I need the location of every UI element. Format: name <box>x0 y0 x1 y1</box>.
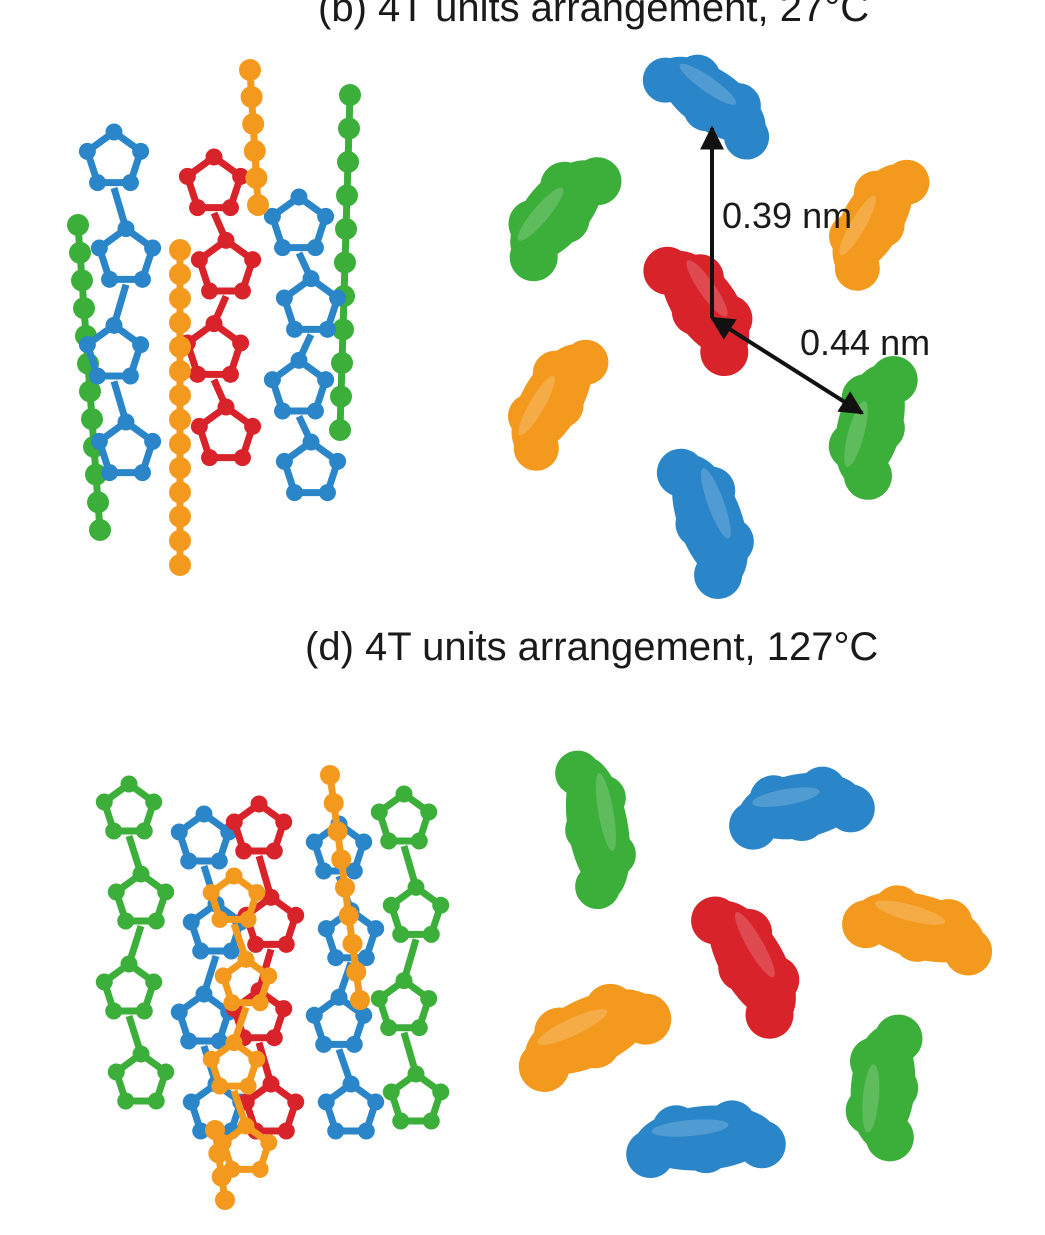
blue-4t-unit <box>263 188 347 502</box>
thiophene-ring <box>263 351 335 420</box>
thiophene-ring <box>202 867 266 928</box>
thiophene-ring <box>275 270 347 338</box>
thiophene-ring <box>178 148 250 217</box>
panel-b-top-view <box>508 54 930 599</box>
thiophene-ring <box>202 1034 266 1095</box>
thiophene-ring <box>107 865 175 930</box>
thiophene-ring <box>214 950 278 1012</box>
blue-stack-blob <box>626 1100 786 1179</box>
panel-d-top-view <box>518 750 993 1179</box>
thiophene-ring <box>382 878 450 943</box>
blue-stack-blob <box>729 766 875 850</box>
green-stack-blob <box>555 750 636 910</box>
thiophene-ring <box>90 220 162 288</box>
thiophene-ring <box>95 955 163 1020</box>
thiophene-ring <box>305 815 373 880</box>
thiophene-ring <box>317 1075 385 1140</box>
panel-d-side-view <box>95 765 450 1210</box>
thiophene-ring <box>95 775 163 840</box>
orange-alkyl-chain <box>239 59 269 216</box>
blue-stack-blob <box>642 54 770 160</box>
distance-arrow-diagonal <box>709 316 865 415</box>
orange-4t-unit <box>202 867 278 1178</box>
thiophene-ring <box>78 316 150 385</box>
green-4t-unit <box>95 775 175 1110</box>
distance-label-039: 0.39 nm <box>722 195 852 236</box>
thiophene-ring <box>263 188 335 257</box>
panel-b-title: (b) 4T units arrangement, 27°C <box>318 0 870 30</box>
green-4t-unit <box>370 785 450 1130</box>
orange-stack-blob <box>842 885 993 976</box>
blue-stack-blob <box>656 448 754 599</box>
thiophene-ring <box>190 398 262 467</box>
orange-alkyl-chain <box>169 239 191 576</box>
orange-stack-blob <box>518 983 672 1092</box>
thiophene-ring <box>370 785 438 850</box>
thiophene-ring <box>305 988 373 1053</box>
orange-stack-blob <box>508 339 609 471</box>
thiophene-ring <box>275 433 347 502</box>
thiophene-ring <box>190 231 262 300</box>
red-stack-blob <box>691 896 800 1039</box>
green-stack-blob <box>845 1014 923 1162</box>
red-4t-unit <box>178 148 262 467</box>
thiophene-ring <box>382 1065 450 1130</box>
red-stack-blob <box>643 246 753 377</box>
orange-alkyl-chain <box>205 1120 235 1210</box>
orange-alkyl-chain <box>320 765 370 1010</box>
distance-label-044: 0.44 nm <box>800 322 930 363</box>
green-stack-blob <box>828 355 918 500</box>
thiophene-ring <box>370 972 438 1037</box>
orange-stack-blob <box>829 159 930 291</box>
thiophene-ring <box>90 413 162 482</box>
panel-b-side-view <box>67 59 361 576</box>
thiophene-ring <box>170 805 238 870</box>
thiophene-ring <box>225 795 293 860</box>
blue-4t-unit <box>78 123 162 482</box>
thiophene-ring <box>107 1045 175 1110</box>
green-alkyl-chain <box>329 84 361 441</box>
green-stack-blob <box>508 157 622 282</box>
panel-d-title: (d) 4T units arrangement, 127°C <box>305 625 879 669</box>
thiophene-ring <box>78 123 150 192</box>
